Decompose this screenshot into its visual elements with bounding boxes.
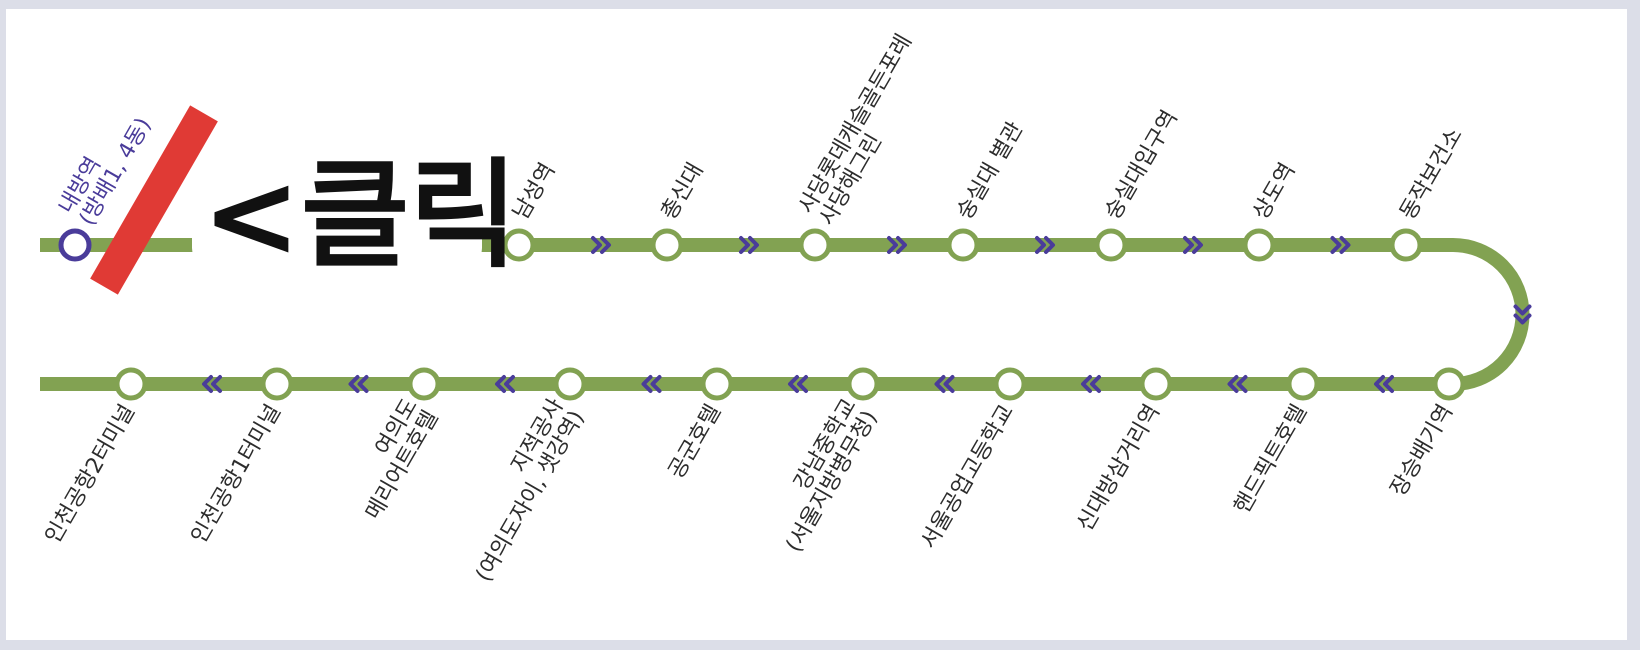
station-label: 핸드픽트호텔	[1230, 401, 1312, 519]
direction-arrow-icon	[887, 236, 907, 254]
station-marker-naebang[interactable]	[58, 228, 92, 262]
click-overlay[interactable]: <클릭	[90, 105, 518, 295]
station-marker-sindaebang[interactable]	[1139, 367, 1173, 401]
direction-arrow-icon	[739, 236, 759, 254]
station-label: 상도역	[1249, 159, 1301, 224]
direction-arrow-icon	[1081, 375, 1101, 393]
station-marker-soongsil-station[interactable]	[1094, 228, 1128, 262]
station-marker-chongsin[interactable]	[650, 228, 684, 262]
station-label: 인천공항1터미널	[187, 401, 286, 548]
direction-arrow-icon	[1513, 304, 1532, 325]
direction-arrow-icon	[1183, 236, 1203, 254]
direction-arrow-icon	[934, 375, 955, 393]
direction-arrow-icon	[1374, 375, 1394, 393]
station-marker-icn-t2[interactable]	[114, 367, 148, 401]
direction-arrow-icon	[1330, 236, 1351, 254]
direction-arrow-icon	[202, 375, 222, 393]
station-label: 신대방삼거리역	[1073, 401, 1165, 536]
direction-arrow-icon	[641, 375, 662, 393]
direction-arrow-icon	[348, 375, 369, 393]
direction-arrow-icon	[591, 236, 611, 254]
station-label: 동작보건소	[1396, 124, 1468, 224]
click-overlay-backdrop	[192, 134, 482, 266]
station-label: 장승배기역	[1386, 401, 1458, 501]
station-label: 총신대	[657, 159, 709, 224]
direction-arrow-icon	[1227, 375, 1248, 393]
station-label: 숭실대 별관	[953, 118, 1029, 224]
station-label: 숭실대입구역	[1101, 106, 1183, 224]
station-marker-seoul-tech-high[interactable]	[993, 367, 1027, 401]
direction-arrow-icon	[788, 375, 808, 393]
station-marker-soongsil-annex[interactable]	[946, 228, 980, 262]
station-marker-marriott[interactable]	[407, 367, 441, 401]
route-map: 내방역(방배1, 4동)(협)남성역총신대사당롯데캐슬골든포레사당해그린숭실대 …	[40, 30, 1532, 586]
map-panel: 내방역(방배1, 4동)(협)남성역총신대사당롯데캐슬골든포레사당해그린숭실대 …	[6, 9, 1627, 640]
station-marker-jangseungbaegi[interactable]	[1432, 367, 1466, 401]
direction-arrow-icon	[1035, 236, 1055, 254]
station-labels: 내방역(방배1, 4동)(협)남성역총신대사당롯데캐슬골든포레사당해그린숭실대 …	[41, 30, 1468, 586]
station-label: 인천공항2터미널	[41, 401, 140, 548]
station-label: 서울공업고등학교	[917, 401, 1020, 554]
click-prompt-text[interactable]: <클릭	[202, 146, 518, 284]
direction-arrow-icon	[495, 375, 515, 393]
station-marker-handpicked[interactable]	[1286, 367, 1320, 401]
red-banner	[90, 105, 218, 295]
station-label: 공군호텔	[664, 401, 726, 484]
station-marker-icn-t1[interactable]	[260, 367, 294, 401]
station-marker-sadang[interactable]	[798, 228, 832, 262]
station-marker-army-hotel[interactable]	[700, 367, 734, 401]
station-marker-namseong[interactable]	[502, 228, 536, 262]
station-marker-dongjak-health[interactable]	[1389, 228, 1423, 262]
station-marker-gangnam-middle[interactable]	[846, 367, 880, 401]
direction-arrows	[202, 236, 1532, 393]
station-marker-sangdo[interactable]	[1242, 228, 1276, 262]
station-marker-lx[interactable]	[553, 367, 587, 401]
